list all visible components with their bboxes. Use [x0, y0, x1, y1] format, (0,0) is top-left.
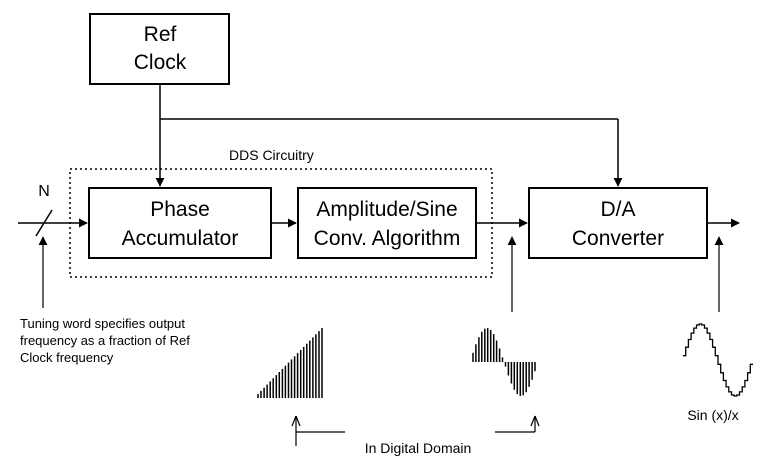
n-bus-marker: N — [35, 183, 53, 237]
amplitude-sine-label-2: Conv. Algorithm — [314, 227, 461, 250]
digital-domain-label: In Digital Domain — [365, 440, 472, 456]
n-label: N — [38, 183, 50, 200]
sampled-sine-waveform — [472, 328, 536, 396]
ref-clock-label-1: Ref — [144, 23, 177, 46]
tuning-note-line-2: frequency as a fraction of Ref — [20, 333, 190, 348]
dac-label-1: D/A — [600, 198, 635, 221]
clock-lines — [155, 84, 623, 187]
phase-accumulator-block: Phase Accumulator — [88, 187, 272, 259]
ref-clock-block: Ref Clock — [89, 13, 230, 85]
dds-circuitry-label: DDS Circuitry — [229, 147, 314, 163]
tuning-word-annotation: Tuning word specifies output frequency a… — [20, 236, 190, 365]
tuning-note-line-1: Tuning word specifies output — [20, 316, 185, 331]
ref-clock-label-2: Clock — [134, 51, 187, 74]
stepped-sine-waveform — [683, 323, 753, 397]
bus-slash — [35, 209, 53, 237]
dac-block: D/A Converter — [528, 187, 708, 259]
phase-accumulator-label-1: Phase — [150, 198, 210, 221]
sinc-label: Sin (x)/x — [687, 407, 738, 423]
phase-accumulator-label-2: Accumulator — [122, 227, 239, 250]
digital-domain-bracket — [291, 415, 540, 446]
amplitude-sine-block: Amplitude/Sine Conv. Algorithm — [297, 187, 477, 259]
waveform-pointers — [507, 236, 724, 312]
amplitude-sine-label-1: Amplitude/Sine — [316, 198, 457, 221]
tuning-note-line-3: Clock frequency — [20, 350, 114, 365]
dac-label-2: Converter — [572, 227, 664, 250]
ramp-waveform — [257, 328, 323, 398]
